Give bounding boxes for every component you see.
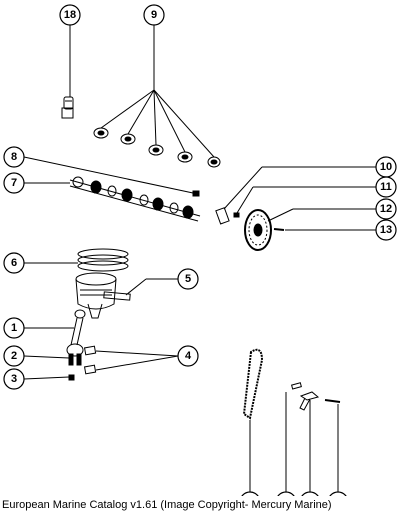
part-1-connecting-rod — [66, 309, 86, 357]
callout-6: 6 — [11, 257, 17, 269]
part-4-rod-bearings — [83, 345, 97, 375]
callout-9: 9 — [151, 9, 157, 21]
callout-13: 13 — [380, 224, 392, 236]
catalog-caption: European Marine Catalog v1.61 (Image Cop… — [2, 499, 332, 511]
callout-1: 1 — [11, 322, 17, 334]
callout-12: 12 — [380, 203, 392, 215]
part-11-spacer — [233, 212, 240, 218]
callout-5: 5 — [185, 273, 191, 285]
callout-11: 11 — [380, 181, 392, 193]
part-8-key — [192, 190, 200, 197]
part-9-cam-bearings — [93, 127, 221, 168]
part-2-rod-bolts — [68, 353, 82, 366]
part-7-camshaft — [69, 176, 201, 222]
callout-3: 3 — [11, 373, 17, 385]
part-16-pin — [291, 382, 302, 390]
part-17-screw — [324, 399, 341, 403]
callout-18: 18 — [64, 9, 76, 21]
part-13-bolt — [273, 228, 285, 231]
callout-8: 8 — [11, 151, 17, 163]
exploded-parts-diagram: 18 9 8 7 10 11 12 13 6 5 1 2 3 4 14 16 1… — [3, 4, 397, 496]
part-12-cam-gear — [244, 209, 272, 251]
part-3-nut — [68, 374, 75, 381]
part-18-lifter — [61, 96, 74, 119]
callout-7: 7 — [11, 177, 17, 189]
part-14-timing-chain — [242, 348, 264, 420]
callout-4: 4 — [185, 350, 192, 362]
piston — [75, 272, 117, 319]
part-5-piston-pin — [103, 291, 131, 301]
leader-lines — [23, 24, 376, 492]
callout-circles — [3, 4, 397, 496]
callout-10: 10 — [380, 161, 392, 173]
part-10-thrust-plate — [215, 207, 230, 225]
callout-2: 2 — [11, 350, 17, 362]
part-15-lever — [299, 391, 320, 411]
part-6-piston-rings — [77, 248, 129, 272]
